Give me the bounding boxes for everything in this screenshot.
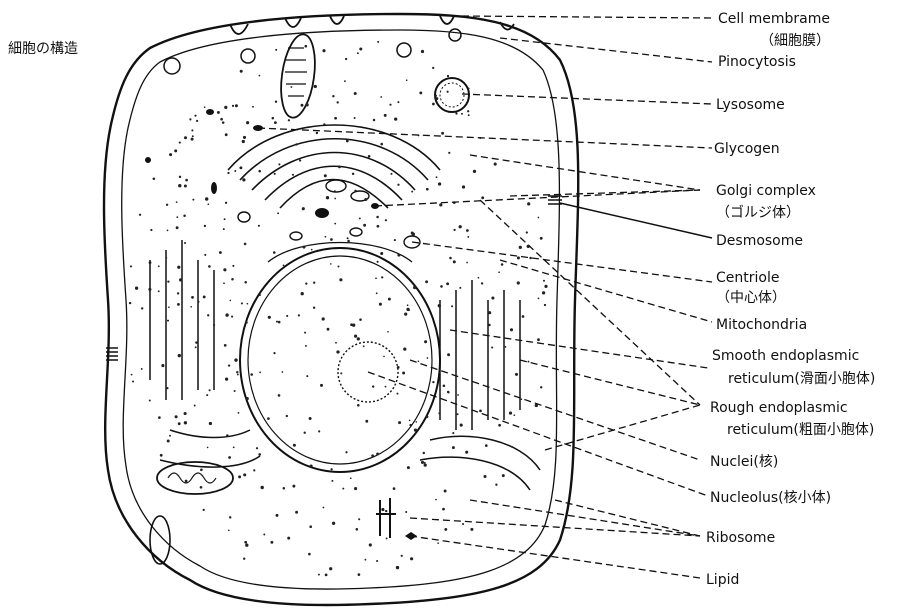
label-ribosome: Ribosome xyxy=(706,530,775,546)
mitochondrion-top xyxy=(276,32,319,120)
label-desmosome: Desmosome xyxy=(716,233,803,249)
label-centriole-jp: （中心体） xyxy=(716,290,786,306)
cytoplasm-dots xyxy=(129,41,548,576)
label-glycogen: Glycogen xyxy=(714,141,780,157)
cell-illustration xyxy=(104,14,578,605)
labels: Cell membrame （細胞膜） Pinocytosis Lysosome… xyxy=(706,11,875,588)
lysosome-shape xyxy=(435,78,469,112)
label-smooth-er-jp: reticulum(滑面小胞体) xyxy=(728,370,875,387)
label-golgi-jp: （ゴルジ体） xyxy=(716,204,800,221)
cell-membrane-shape xyxy=(104,14,578,605)
label-lysosome: Lysosome xyxy=(716,97,785,113)
label-cell-membrane-jp: （細胞膜） xyxy=(760,33,830,49)
label-centriole: Centriole xyxy=(716,270,779,286)
rough-er-shape xyxy=(150,240,540,490)
glycogen-granules xyxy=(145,109,263,194)
label-smooth-er: Smooth endoplasmic xyxy=(712,348,859,364)
label-rough-er-jp: reticulum(粗面小胞体) xyxy=(727,422,874,438)
nucleus-shape xyxy=(240,243,440,473)
label-rough-er: Rough endoplasmic xyxy=(710,400,848,416)
label-nucleolus: Nucleolus(核小体) xyxy=(710,490,831,506)
mitochondrion-bottom xyxy=(150,462,233,564)
label-cell-membrane: Cell membrame xyxy=(718,11,830,27)
leader-lines xyxy=(258,16,712,578)
label-mitochondria: Mitochondria xyxy=(716,317,807,333)
golgi-complex-shape xyxy=(228,125,440,248)
diagram-title: 細胞の構造 xyxy=(8,41,78,57)
label-nuclei: Nuclei(核) xyxy=(710,454,778,470)
label-pinocytosis: Pinocytosis xyxy=(718,54,796,70)
label-golgi: Golgi complex xyxy=(716,183,816,199)
ribosome-lipid-marks xyxy=(376,498,417,540)
label-lipid: Lipid xyxy=(706,572,739,588)
